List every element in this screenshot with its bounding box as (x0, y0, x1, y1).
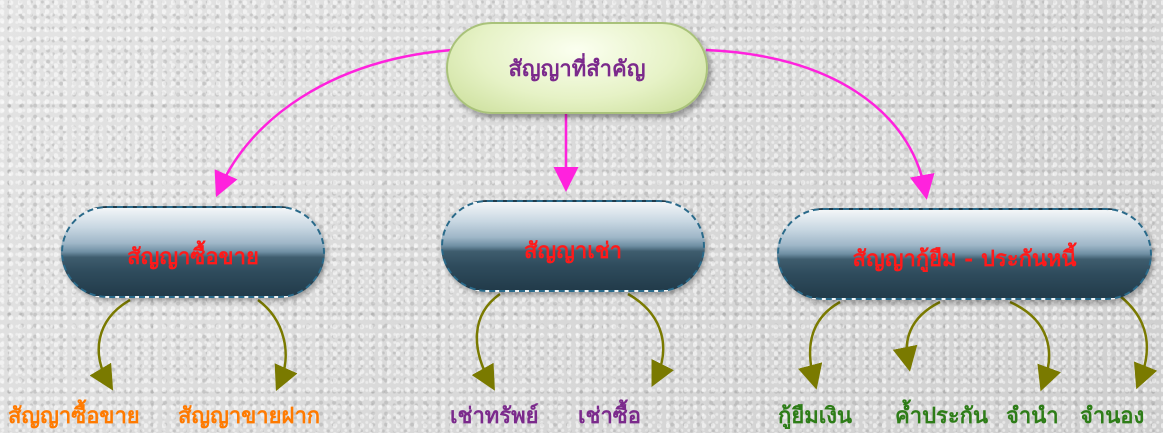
category-loan-label: สัญญากู้ยืม - ประกันหนี้ (852, 245, 1077, 272)
category-sale-label: สัญญาซื้อขาย (127, 243, 259, 270)
leaf-sale-2: สัญญาขายฝาก (178, 403, 321, 429)
arrow-loan-to-leaf-2 (892, 300, 941, 372)
leaf-sale-1: สัญญาซื้อขาย (8, 403, 140, 429)
arrow-rent-to-leaf-2 (627, 292, 674, 387)
arrow-root-to-loan (705, 48, 935, 200)
arrow-loan-to-leaf-4 (1119, 295, 1158, 390)
arrow-root-to-sale (214, 48, 453, 198)
arrow-rent-to-leaf-1 (471, 292, 501, 391)
arrow-loan-to-leaf-1 (798, 300, 841, 390)
category-loan-node: สัญญากู้ยืม - ประกันหนี้ (777, 208, 1152, 300)
leaf-loan-2: ค้ำประกัน (895, 403, 989, 429)
root-label: สัญญาที่สำคัญ (508, 55, 646, 82)
leaf-rent-1: เช่าทรัพย์ (450, 403, 539, 429)
arrow-loan-to-leaf-3 (1009, 300, 1061, 392)
arrow-sale-to-leaf-1 (89, 298, 131, 391)
leaf-loan-3: จำนำ (1006, 403, 1059, 429)
category-sale-node: สัญญาซื้อขาย (61, 206, 325, 298)
leaf-rent-2: เช่าซื้อ (578, 403, 641, 429)
root-node: สัญญาที่สำคัญ (446, 22, 708, 114)
category-rent-label: สัญญาเช่า (523, 237, 623, 264)
leaf-loan-1: กู้ยืมเงิน (778, 403, 853, 429)
category-rent-node: สัญญาเช่า (441, 200, 705, 292)
arrow-sale-to-leaf-2 (257, 298, 298, 392)
leaf-loan-4: จำนอง (1080, 403, 1145, 429)
